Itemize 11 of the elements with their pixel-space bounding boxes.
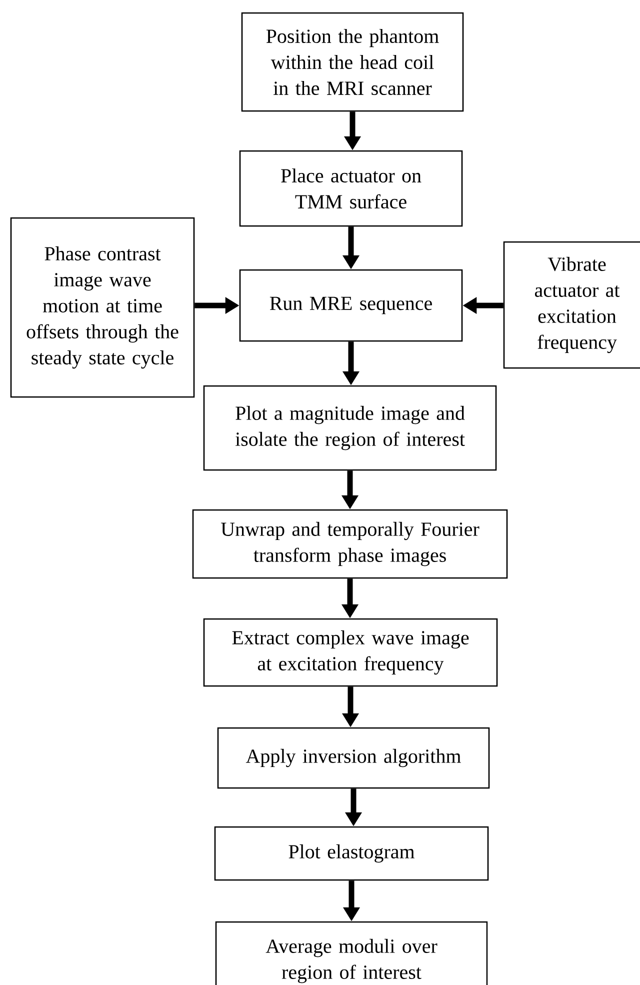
process-box: Run MRE sequence	[239, 269, 463, 342]
process-box: Unwrap and temporally Fourier transform phase images	[192, 509, 508, 579]
process-box: Plot elastogram	[214, 826, 489, 881]
process-box: Apply inversion algorithm	[217, 727, 490, 789]
process-box: Average moduli over region of interest	[215, 921, 488, 985]
process-box: Plot a magnitude image and isolate the region of interest	[203, 385, 497, 471]
process-box: Vibrate actuator at excitation frequency	[503, 241, 640, 369]
process-box: Phase contrast image wave motion at time offsets through the steady state cycle	[10, 217, 195, 398]
process-box: Extract complex wave image at excitation frequency	[203, 618, 498, 687]
process-box: Place actuator on TMM surface	[239, 150, 463, 227]
process-box: Position the phantom within the head coil in the MRI scanner	[241, 12, 464, 112]
